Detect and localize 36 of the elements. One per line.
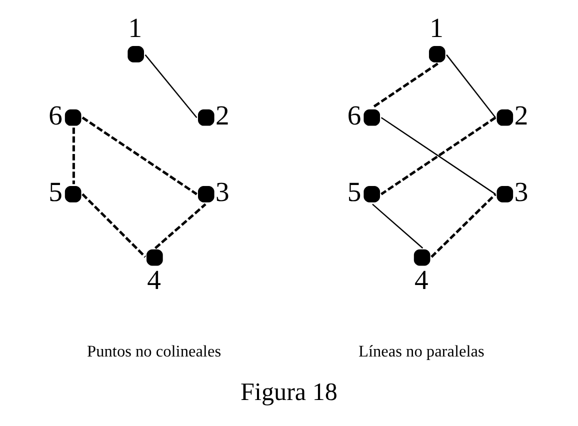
connector <box>82 116 198 196</box>
connector <box>372 204 424 249</box>
connector <box>72 128 75 184</box>
node-label: 1 <box>128 12 142 43</box>
connector <box>446 54 496 118</box>
node-circle <box>64 186 82 202</box>
node-label: 5 <box>48 176 62 208</box>
node-label: 5 <box>347 176 362 208</box>
node-circle <box>496 186 514 202</box>
node-circle <box>496 109 514 126</box>
node-circle <box>364 186 380 202</box>
node-label: 4 <box>147 264 161 296</box>
node-circle <box>428 46 446 62</box>
connector <box>144 54 198 118</box>
node-circle <box>128 46 144 62</box>
node-label: 2 <box>514 100 528 131</box>
node-label: 3 <box>514 176 528 208</box>
label: Puntos no colineales <box>87 342 222 361</box>
node-circle <box>198 186 214 202</box>
label: Líneas no paralelas <box>358 342 484 361</box>
node-label: 6 <box>48 100 62 131</box>
node-circle <box>364 109 380 126</box>
node-label: 4 <box>414 264 428 296</box>
connector <box>154 203 206 250</box>
connector <box>430 193 496 258</box>
caption: Figura 18 <box>240 379 338 406</box>
node-label: 6 <box>347 100 362 131</box>
node-circle <box>414 249 430 266</box>
node-circle <box>198 109 214 126</box>
node-label: 2 <box>216 100 230 131</box>
connector <box>372 62 438 109</box>
node-label: 1 <box>430 12 444 43</box>
node-circle <box>64 109 82 126</box>
node-label: 3 <box>216 176 230 208</box>
node-circle <box>146 249 163 266</box>
connector <box>82 193 146 258</box>
